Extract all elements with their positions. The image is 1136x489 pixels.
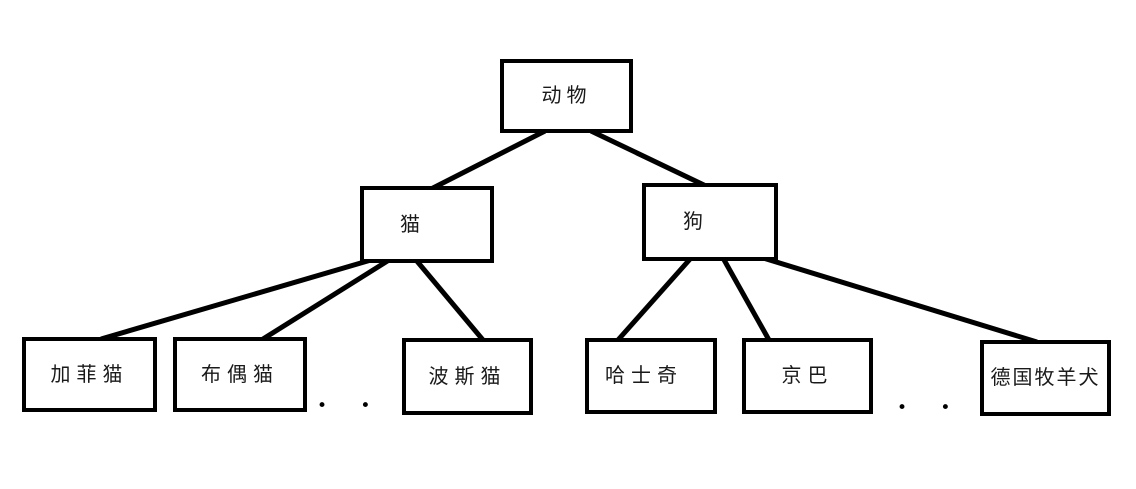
node-cat: 猫: [360, 186, 494, 263]
node-ragdoll-cat-label: 布偶猫: [201, 363, 279, 386]
node-garfield-cat-label: 加菲猫: [50, 363, 129, 386]
edge-dog-german-shepherd: [759, 254, 1038, 345]
node-animal-label: 动物: [541, 85, 592, 107]
node-husky-label: 哈士奇: [605, 365, 683, 387]
node-pekingese-label: 京巴: [781, 365, 834, 387]
edge-dog-pekingese: [720, 256, 772, 342]
node-garfield-cat: 加菲猫: [22, 337, 157, 412]
node-persian-cat-label: 波斯猫: [428, 365, 507, 388]
node-husky: 哈士奇: [585, 338, 717, 414]
ellipsis-more-cats: • • •: [317, 396, 428, 416]
node-dog-label: 狗: [683, 211, 709, 233]
node-german-shepherd: 德国牧羊犬: [980, 340, 1111, 416]
edge-cat-persian: [414, 258, 485, 342]
node-german-shepherd-label: 德国牧羊犬: [990, 367, 1101, 389]
edge-animal-cat: [429, 128, 547, 192]
edge-cat-garfield: [100, 257, 372, 342]
node-pekingese: 京巴: [742, 338, 873, 414]
node-persian-cat: 波斯猫: [402, 338, 533, 415]
node-animal: 动物: [500, 59, 633, 133]
node-dog: 狗: [642, 183, 778, 261]
edge-dog-husky: [616, 256, 693, 342]
edge-cat-ragdoll: [261, 257, 391, 342]
ellipsis-more-dogs: • • •: [897, 398, 1008, 418]
edge-animal-dog: [589, 128, 708, 189]
node-cat-label: 猫: [400, 213, 426, 236]
node-ragdoll-cat: 布偶猫: [173, 337, 307, 412]
